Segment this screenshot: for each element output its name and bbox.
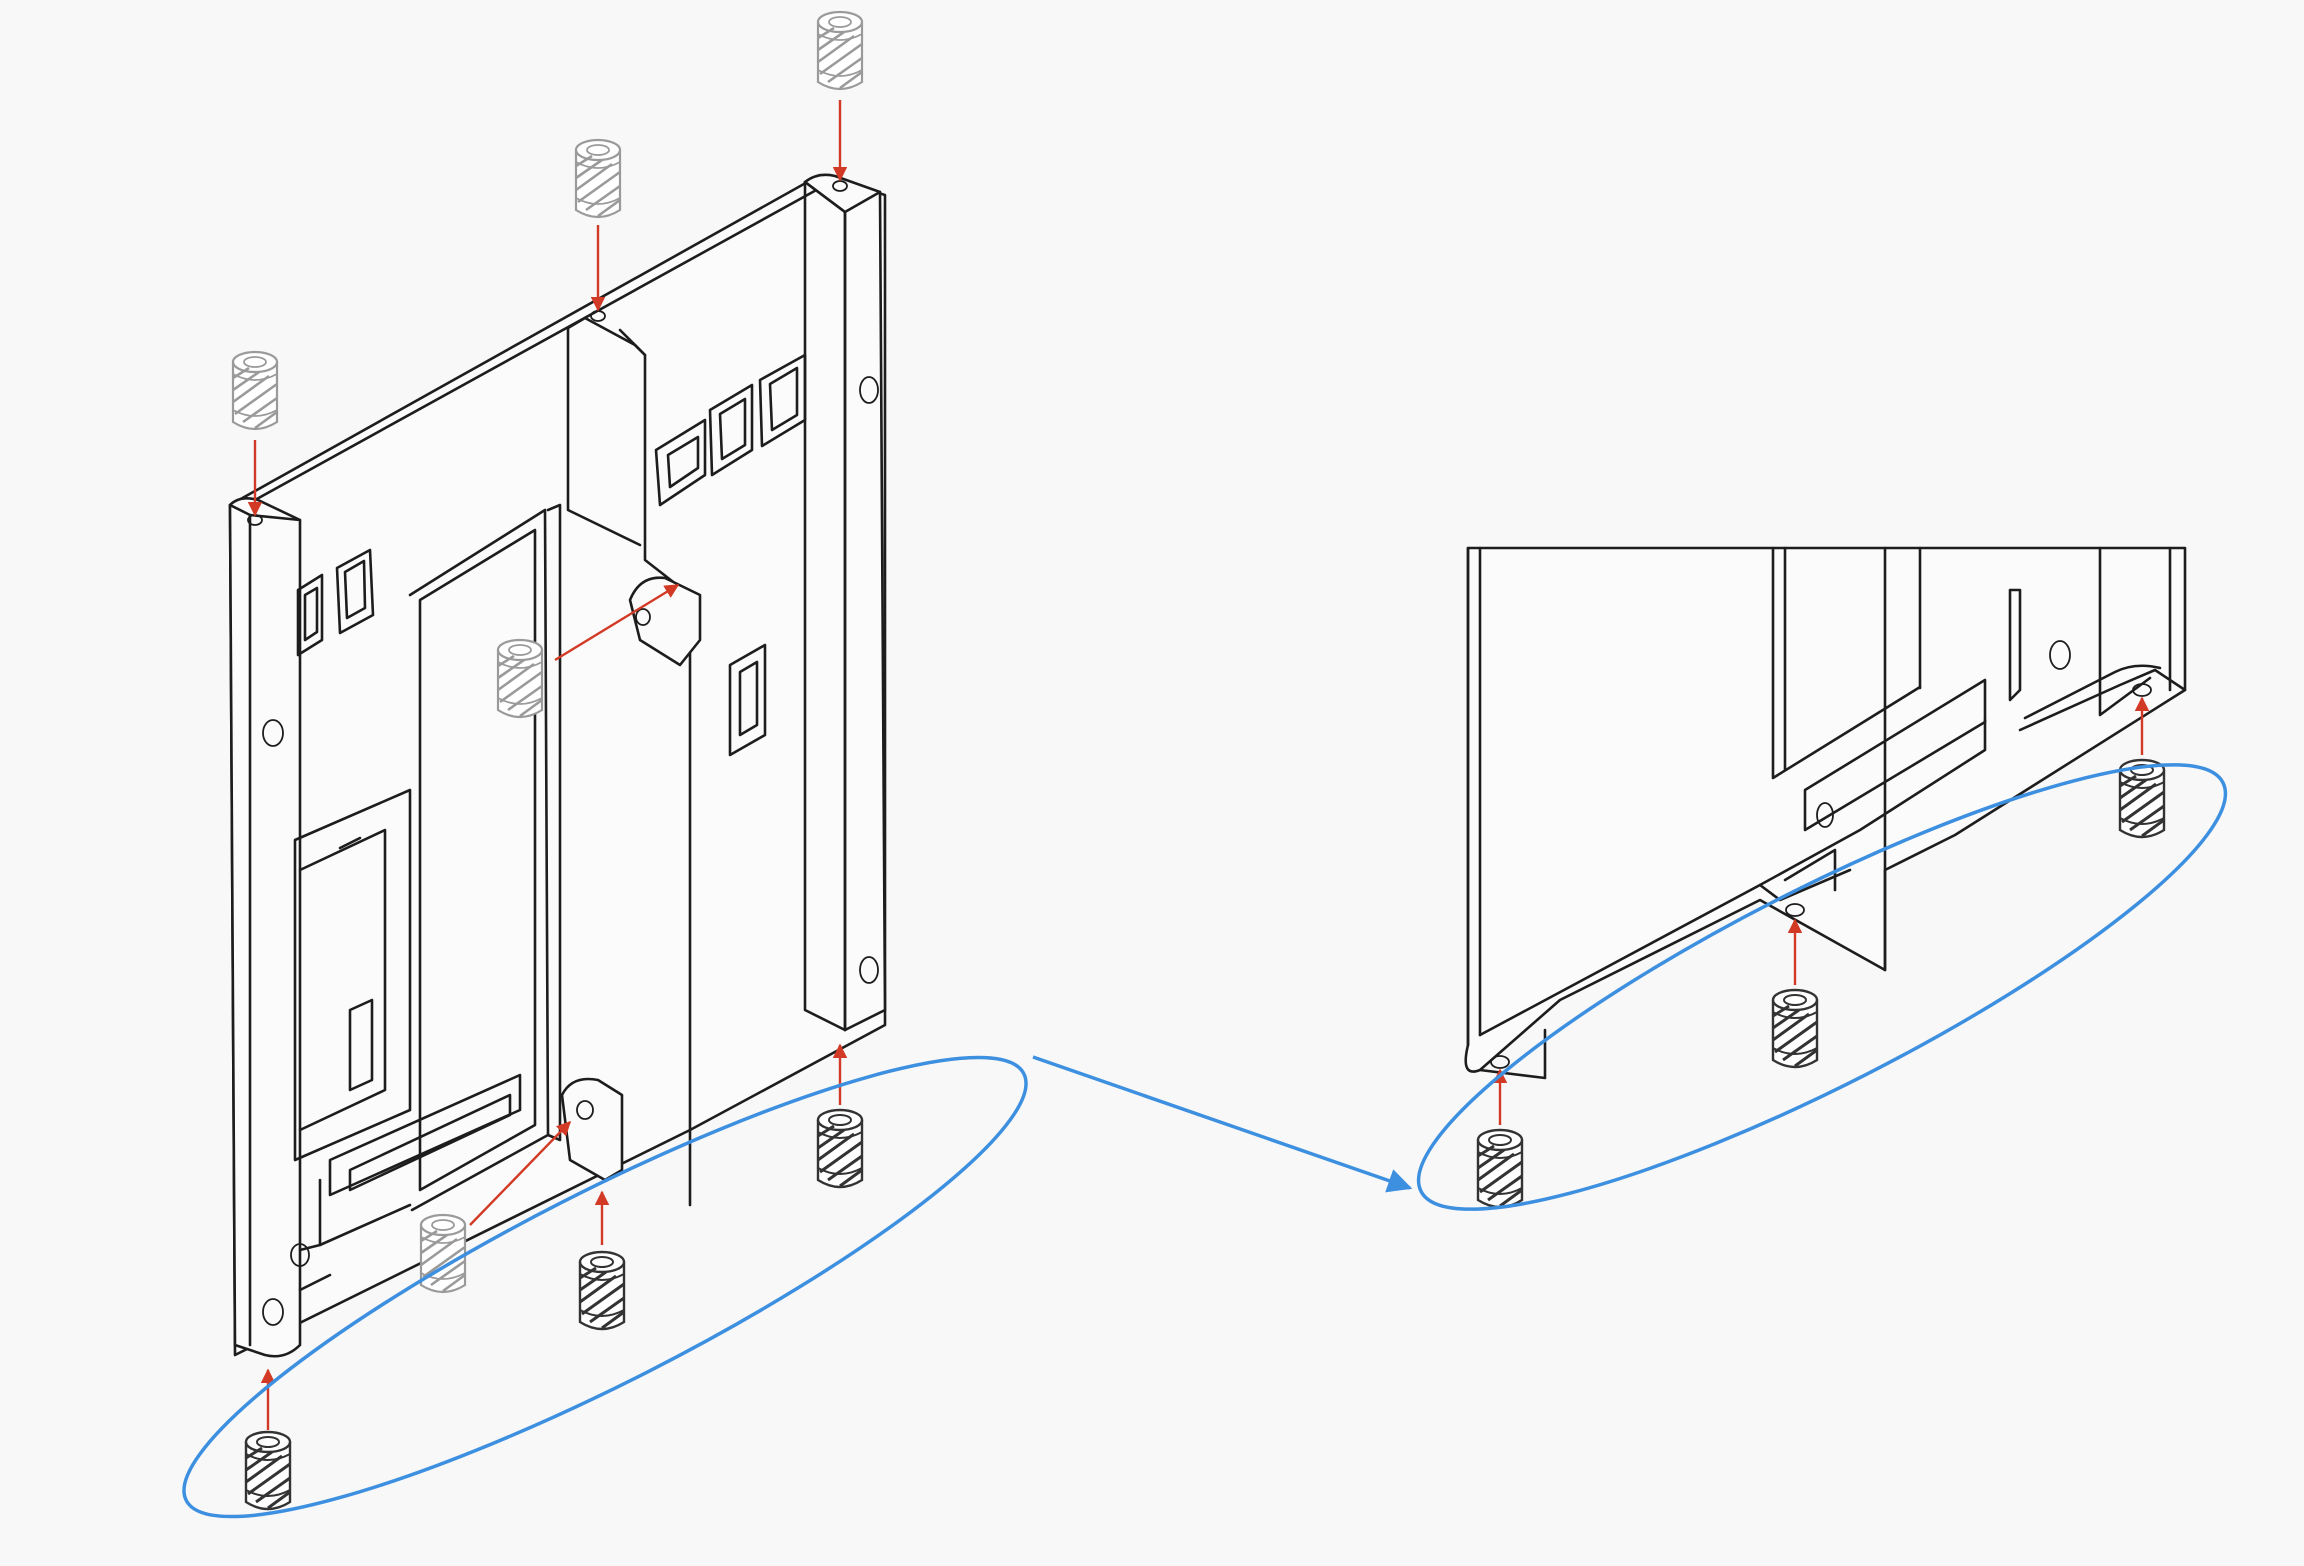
threaded-heat-set-insert-icon bbox=[244, 1430, 292, 1511]
threaded-heat-set-insert-icon bbox=[578, 1250, 626, 1331]
detail-connector-arrow bbox=[1032, 1055, 1413, 1193]
bracket-plate-underside-closeup bbox=[1464, 546, 2187, 1080]
threaded-heat-set-insert-icon bbox=[574, 138, 622, 219]
threaded-heat-set-insert-icon bbox=[2118, 758, 2166, 839]
highlight-ellipse-main bbox=[182, 1055, 1028, 1519]
threaded-heat-set-insert-icon bbox=[816, 10, 864, 91]
threaded-heat-set-insert-icon bbox=[231, 350, 279, 431]
threaded-heat-set-insert-icon bbox=[496, 638, 544, 719]
red-arrow-icon bbox=[247, 100, 848, 1430]
highlight-ellipse-detail bbox=[1416, 763, 2228, 1211]
bracket-plate bbox=[228, 173, 887, 1358]
threaded-heat-set-insert-icon bbox=[816, 1108, 864, 1189]
insert-group-detail bbox=[1476, 696, 2166, 1209]
insert-group-main bbox=[231, 10, 864, 1511]
threaded-heat-set-insert-icon bbox=[1771, 988, 1819, 1069]
threaded-heat-set-insert-icon bbox=[1476, 1128, 1524, 1209]
threaded-heat-set-insert-icon bbox=[419, 1213, 467, 1294]
red-arrow-icon bbox=[1492, 696, 2150, 1125]
